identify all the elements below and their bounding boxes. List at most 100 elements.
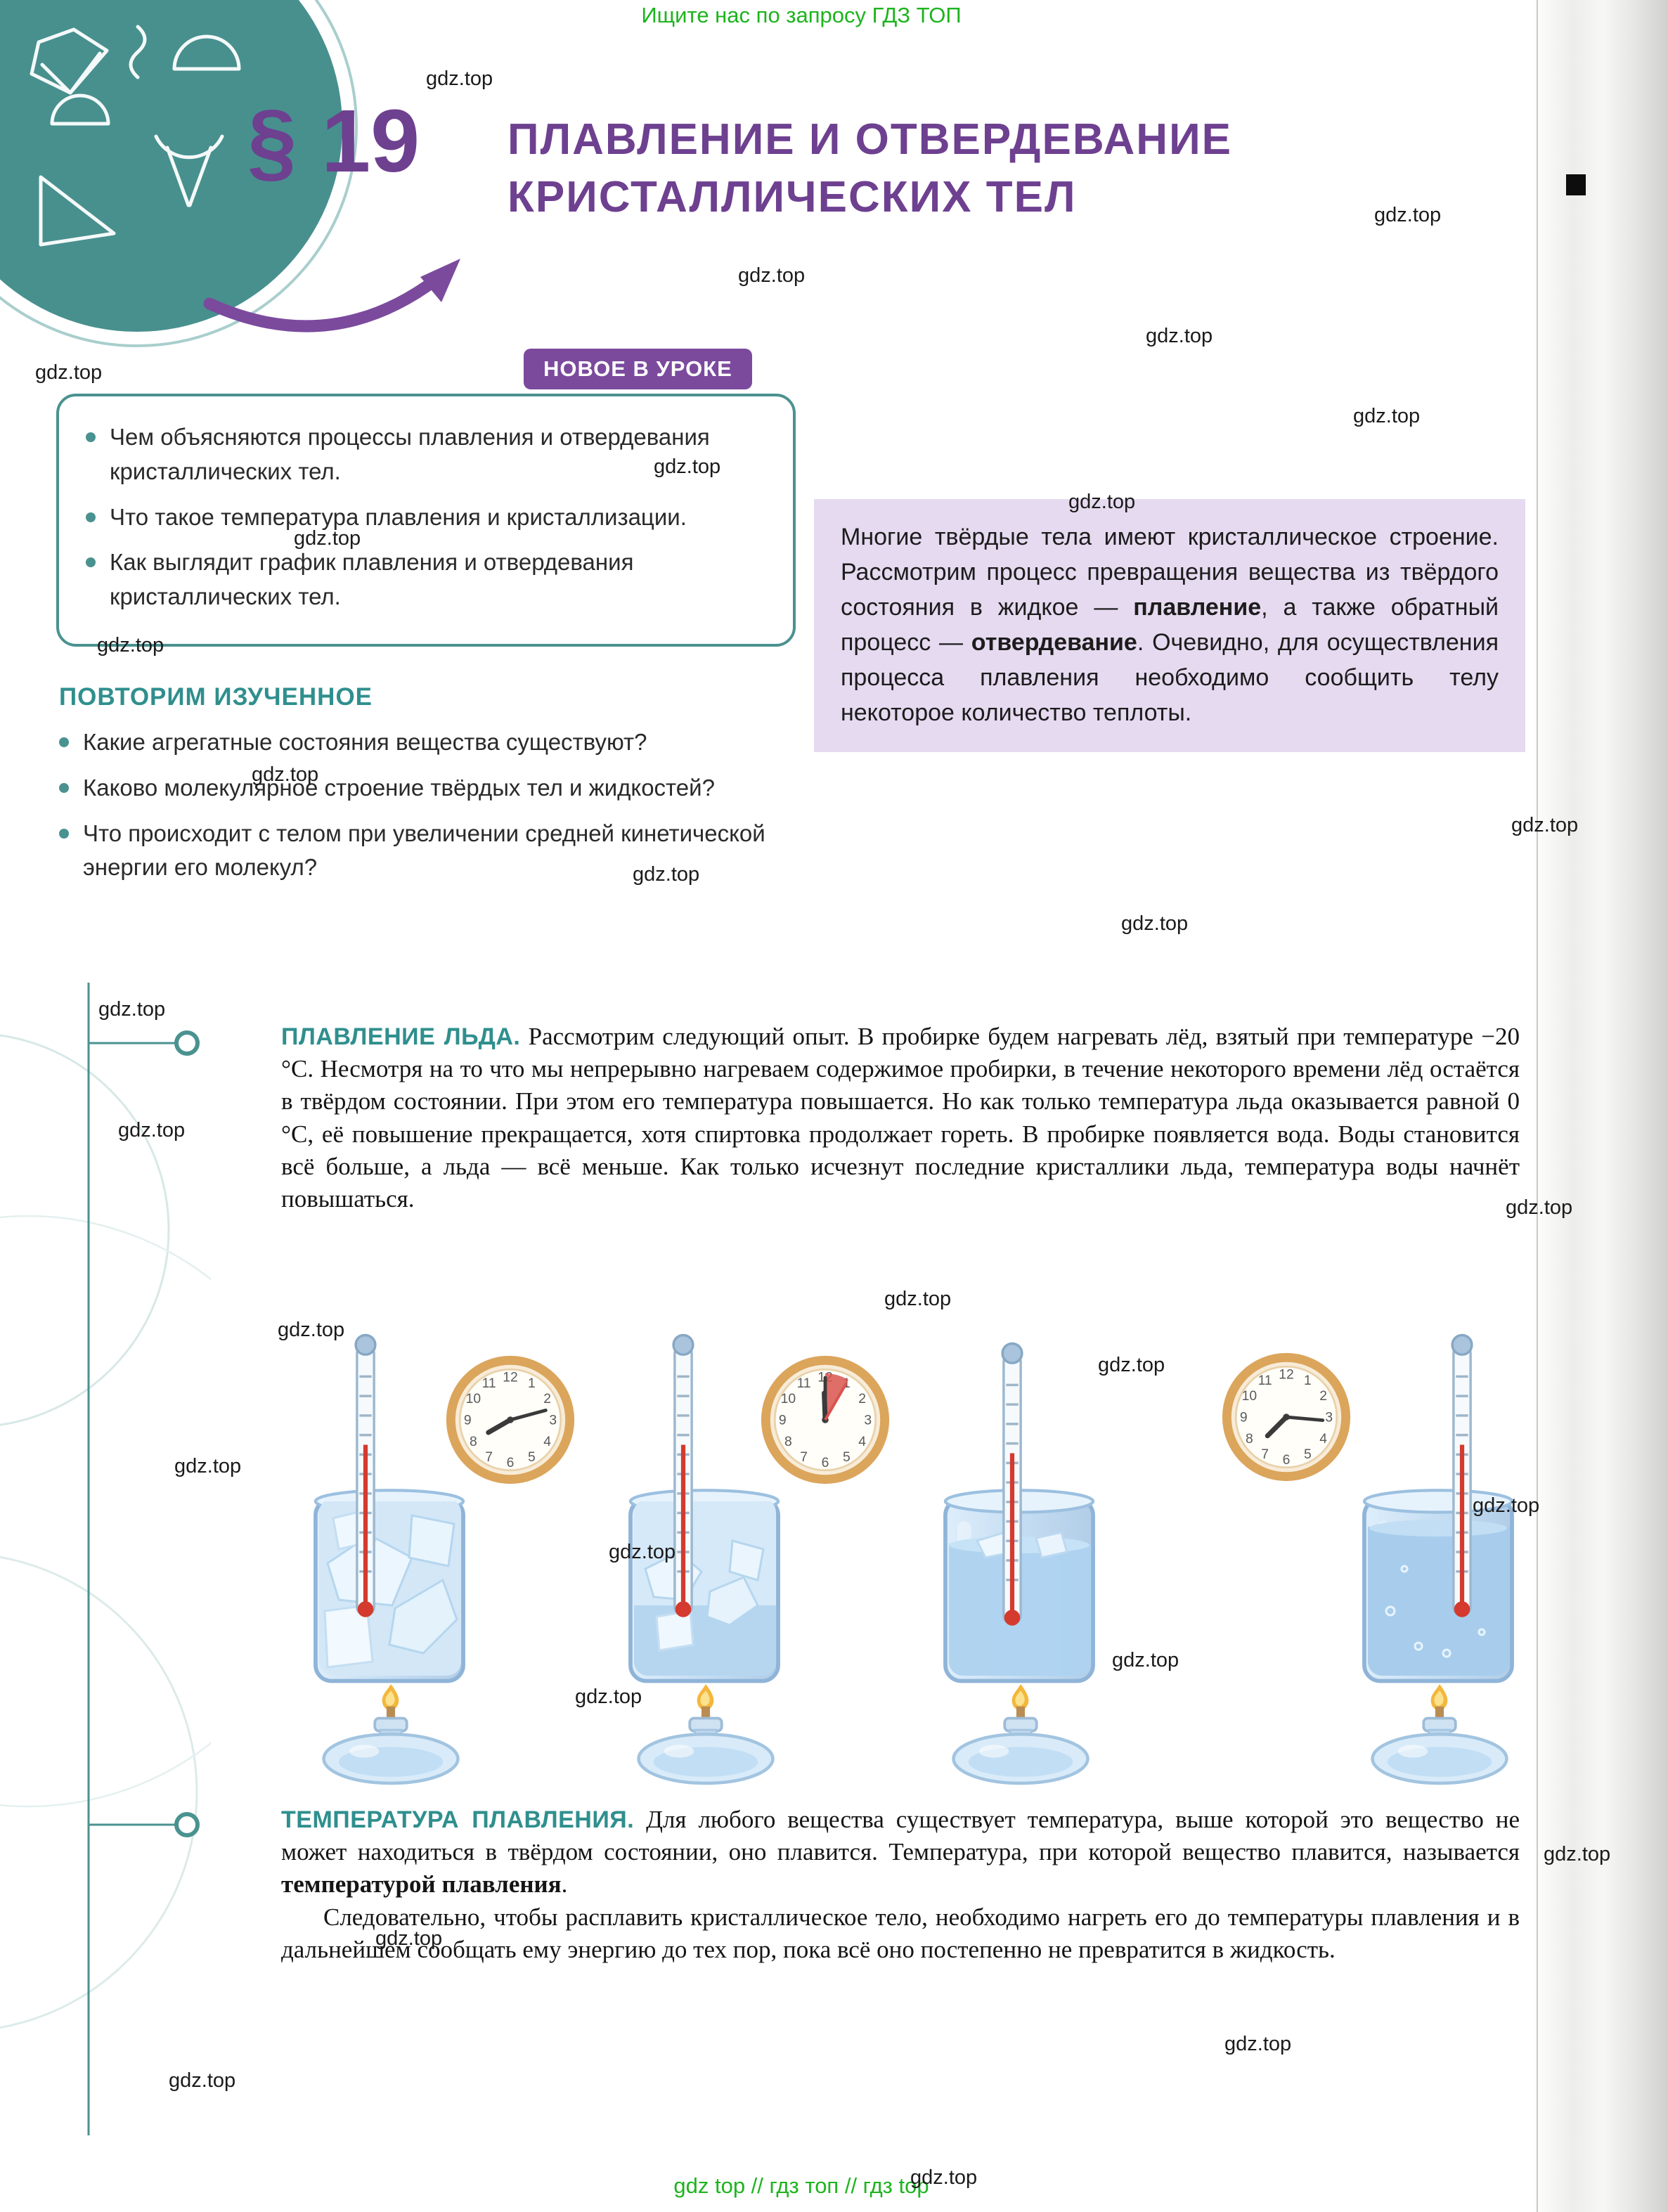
scan-mark (1566, 174, 1586, 195)
gdz-watermark: gdz.top (1473, 1494, 1540, 1517)
gdz-watermark: gdz.top (1112, 1649, 1179, 1671)
thermometer-icon (1451, 1333, 1473, 1619)
gdz-watermark: gdz.top (278, 1319, 345, 1341)
section-text: Рассмотрим следующий опыт. В пробирке бу… (281, 1023, 1520, 1212)
list-item-text: Чем объясняются процессы плавления и отв… (110, 424, 710, 484)
gdz-watermark: gdz.top (633, 863, 700, 886)
new-in-lesson-badge: НОВОЕ В УРОКЕ (524, 349, 752, 389)
list-item-text: Каково молекулярное строение твёрдых тел… (83, 774, 715, 801)
spirit-lamp-icon (1373, 1684, 1507, 1783)
gdz-watermark: gdz.top (1098, 1354, 1165, 1376)
section-title: ПЛАВЛЕНИЕ ЛЬДА. (281, 1023, 521, 1050)
set-square-icon (39, 175, 116, 247)
intro-text: Многие твёрдые тела имеют кристаллическо… (841, 524, 1499, 621)
term-melting-temperature: температурой плавления (281, 1870, 562, 1899)
thermometer-icon (672, 1333, 694, 1619)
background-arcs (0, 1034, 211, 2029)
gdz-watermark: gdz.top (98, 998, 166, 1021)
gdz-watermark: gdz.top (1224, 2033, 1292, 2055)
review-title: ПОВТОРИМ ИЗУЧЕННОЕ (59, 683, 373, 711)
gdz-watermark: gdz.top (738, 264, 806, 287)
list-item-text: Что происходит с телом при увеличении ср… (83, 820, 765, 881)
gdz-watermark: gdz.top (1374, 204, 1442, 226)
gdz-watermark: gdz.top (575, 1686, 642, 1708)
spirit-lamp-icon (639, 1684, 773, 1783)
bullet-dot (59, 782, 69, 793)
section-node-2 (174, 1812, 200, 1837)
bullet-dot (86, 557, 96, 568)
gdz-watermark: gdz.top (609, 1541, 676, 1563)
compass-icon (154, 134, 224, 207)
section-rail (87, 983, 200, 2135)
term-melting: плавление (1133, 593, 1262, 621)
spirit-lamp-icon (324, 1684, 458, 1783)
intro-text: , а также обратный процесс — (841, 593, 1499, 656)
figure-ice-stage3 (907, 1342, 1209, 1788)
gdz-watermark: gdz.top (426, 67, 493, 90)
paragraph: Следовательно, чтобы расплавить кристалл… (281, 1903, 1520, 1963)
page-title-line2: КРИСТАЛЛИЧЕСКИХ ТЕЛ (507, 172, 1077, 221)
section-text: Для любого вещества существует температу… (281, 1806, 1520, 1866)
gdz-watermark: gdz.top (118, 1119, 186, 1141)
bullet-dot (59, 828, 69, 839)
gdz-banner-bottom: gdz top // гдз топ // гдз top (673, 2173, 929, 2198)
bullet-dot (86, 512, 96, 522)
bullet-dot (59, 737, 69, 747)
gdz-watermark: gdz.top (884, 1288, 952, 1310)
gdz-watermark: gdz.top (1544, 1843, 1611, 1865)
gdz-watermark: gdz.top (1511, 814, 1579, 836)
term-solidification: отвердевание (971, 628, 1137, 656)
gdz-watermark: gdz.top (375, 1927, 443, 1950)
dome-icon (172, 34, 241, 71)
figure-water-stage4 (1222, 1333, 1524, 1788)
intro-highlight-box: Многие твёрдые тела имеют кристаллическо… (814, 499, 1525, 752)
gdz-watermark: gdz.top (169, 2069, 236, 2092)
list-item-text: Какие агрегатные состояния вещества суще… (83, 729, 647, 755)
gdz-watermark: gdz.top (1146, 325, 1213, 347)
section-number: § 19 (247, 91, 420, 190)
list-item: Что происходит с телом при увеличении ср… (56, 817, 800, 886)
diamond-icon (30, 27, 109, 95)
list-item: Чем объясняются процессы плавления и отв… (83, 420, 769, 489)
figure-ice-stage1 (277, 1333, 579, 1788)
list-item: Что такое температура плавления и криста… (83, 500, 769, 535)
bullet-dot (86, 432, 96, 442)
thermometer-icon (354, 1333, 377, 1619)
intro-text: . Очевидно, для осуществления процесса п… (841, 628, 1499, 726)
page-title-line1: ПЛАВЛЕНИЕ И ОТВЕРДЕВАНИЕ (507, 115, 1232, 164)
gdz-watermark: gdz.top (97, 634, 164, 657)
section-node-1 (174, 1030, 200, 1056)
page-edge (1532, 0, 1668, 2212)
new-in-lesson-box: Чем объясняются процессы плавления и отв… (56, 394, 796, 647)
list-item: Каково молекулярное строение твёрдых тел… (56, 771, 800, 806)
page-edge-line (1537, 0, 1538, 2212)
gdz-watermark: gdz.top (1506, 1196, 1573, 1219)
paragraph: ТЕМПЕРАТУРА ПЛАВЛЕНИЯ. Для любого вещест… (281, 1804, 1520, 1901)
list-item: Какие агрегатные состояния вещества суще… (56, 725, 800, 760)
corner-science-decoration (0, 0, 460, 347)
gdz-watermark: gdz.top (174, 1455, 242, 1477)
section-melting-ice: ПЛАВЛЕНИЕ ЛЬДА. Рассмотрим следующий опы… (281, 1021, 1520, 1215)
list-item: Как выглядит график плавления и отвердев… (83, 545, 769, 614)
gdz-banner-top: Ищите нас по запросу ГДЗ ТОП (641, 3, 962, 27)
section-title: ТЕМПЕРАТУРА ПЛАВЛЕНИЯ. (281, 1806, 635, 1833)
section-melting-temperature: ТЕМПЕРАТУРА ПЛАВЛЕНИЯ. Для любого вещест… (281, 1804, 1520, 1966)
gdz-watermark: gdz.top (910, 2166, 978, 2189)
figure-ice-stage2 (592, 1333, 894, 1788)
page-title: ПЛАВЛЕНИЕ И ОТВЕРДЕВАНИЕ КРИСТАЛЛИЧЕСКИХ… (507, 111, 1232, 226)
thermometer-icon (1001, 1342, 1023, 1627)
gdz-watermark: gdz.top (1121, 912, 1189, 935)
protractor-icon (50, 93, 110, 126)
gdz-watermark: gdz.top (294, 527, 361, 550)
gdz-watermark: gdz.top (252, 763, 319, 786)
purple-arrow (203, 273, 442, 332)
gdz-watermark: gdz.top (35, 361, 103, 384)
spirit-lamp-icon (954, 1684, 1088, 1783)
steam-icon (129, 25, 147, 79)
review-block: ПОВТОРИМ ИЗУЧЕННОЕ Какие агрегатные сост… (56, 683, 800, 896)
list-item-text: Что такое температура плавления и криста… (110, 503, 687, 530)
experiment-figures (277, 1330, 1524, 1788)
gdz-watermark: gdz.top (654, 455, 721, 478)
section-text: . (561, 1870, 568, 1899)
